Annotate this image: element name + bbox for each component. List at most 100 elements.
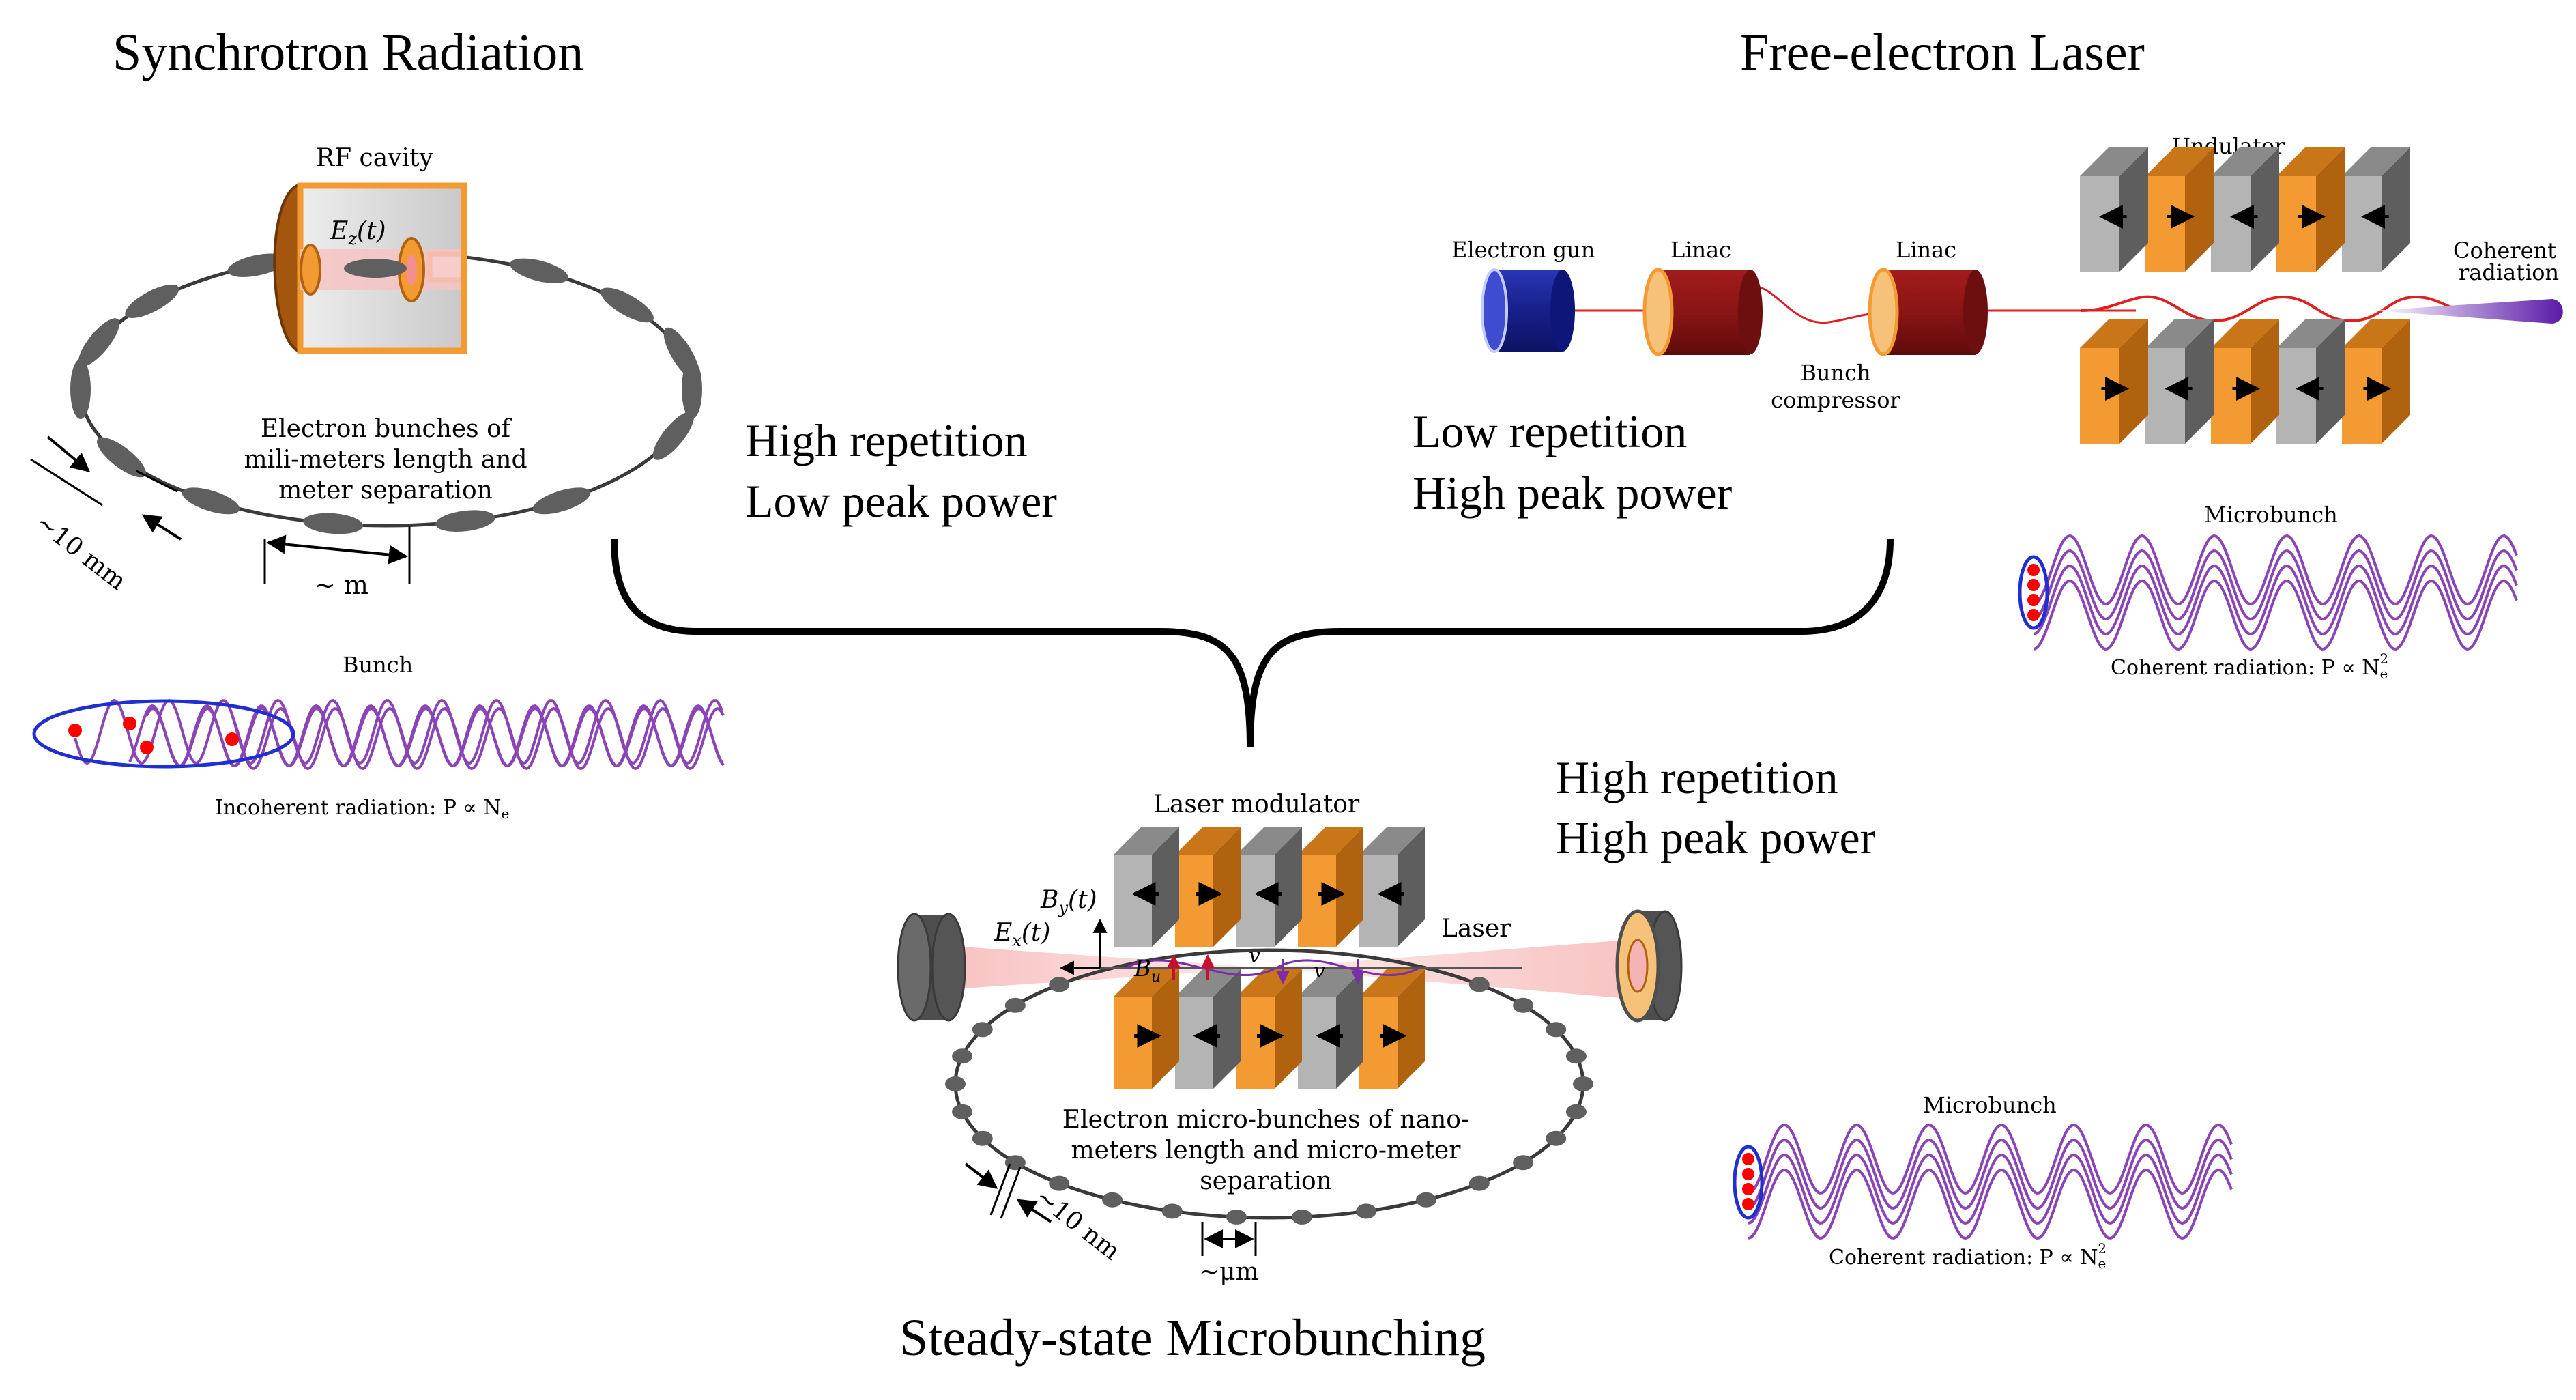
magnet-front-face [2080,176,2119,272]
magnet-front-face [1175,855,1213,947]
magnet-side-face [2382,147,2410,272]
magnet-front-face [2211,348,2251,444]
magnet-top-face [2342,319,2410,348]
linac-1-label: Linac [1670,237,1731,263]
rf-cavity-label: RF cavity [316,144,433,172]
right-mirror [1615,909,1683,1023]
magnet-side-face [2119,147,2148,272]
magnet-side-face [1213,827,1241,947]
micro-bunch [1356,1203,1377,1219]
magnet-side-face [2251,319,2279,444]
coherent-label-2: radiation [2459,259,2559,285]
micro-bunch [1513,997,1534,1013]
micro-bunch [1004,997,1026,1013]
magnet-front-face [1236,855,1275,947]
coherent-wave [1748,1138,2233,1210]
separation-label: ~ m [314,570,368,600]
magnet-front-face [2342,176,2382,272]
magnet-top-face [2276,147,2345,176]
micro-bunch [1102,1192,1123,1208]
magnet-side-face [1336,827,1363,947]
micro-bunch [1416,1192,1436,1208]
laser-beam-right [1269,939,1645,1000]
combining-brace [611,539,1894,748]
bu-label: Bu [1133,955,1161,986]
magnet-side-face [2119,319,2148,444]
magnet-top-face [2342,147,2410,176]
micro-bunch [945,1076,966,1091]
magnet-top-face [2276,319,2345,348]
electron-gun-label: Electron gun [1451,237,1595,263]
micro-bunch [1468,977,1490,992]
magnet-top-face [2080,319,2148,348]
magnet-front-face [1114,997,1152,1089]
electron-dot [2027,609,2040,621]
sync-property-2: Low peak power [745,475,1057,527]
incoherent-waves [74,698,725,771]
bunch-length-marker: ~10 mm [30,435,182,596]
modulator-bottom-magnets [1114,969,1425,1089]
electron-dot [2027,594,2040,606]
incoherent-wave [231,706,725,771]
electron-dot [68,724,82,737]
fel-coherent-wave-panel: Microbunch Coherent radiation: P ∝ Ne2 [2018,502,2518,682]
magnet-front-face [1114,855,1152,947]
coherent-wave [1748,1123,2233,1195]
micro-bunch [972,1022,993,1038]
modulator-top-magnets [1114,827,1425,947]
magnet-side-face [1336,969,1363,1089]
electron-beam-path [1515,285,2136,324]
magnet-top-face [1114,969,1179,997]
micro-bunch [1049,1175,1070,1191]
electron-bunch [510,258,568,284]
coherent-wave [2033,534,2518,606]
magnet-front-face [2211,176,2251,272]
ez-field-label: Ez(t) [330,217,386,248]
magnet-front-face [1298,997,1336,1089]
electron-dot [225,732,239,746]
ssmb-title: Steady-state Microbunching [899,1309,1486,1367]
micro-bunch [1573,1076,1593,1091]
micro-bunch [1546,1022,1567,1038]
magnet-top-face [2080,147,2148,176]
ssmb-coherent-wave-panel: Microbunch Coherent radiation: P ∝ Ne2 [1733,1092,2233,1272]
magnet-top-face [1114,827,1179,855]
fel-wave-title: Microbunch [2204,502,2338,528]
magnet-top-face [1298,827,1363,855]
electron-dot [1742,1168,1754,1180]
bunch-compressor-label-2: compressor [1771,387,1900,413]
magnet-front-face [2276,176,2316,272]
magnet-side-face [1152,827,1179,947]
electron-bunch [227,253,287,277]
micro-bunch [1565,1104,1587,1119]
coherent-wave [2033,579,2518,651]
incoherent-wave-panel: Bunch Incoherent radiation: P ∝ Ne [32,652,725,822]
micro-bunch [1565,1048,1587,1064]
undulator-top-magnets [2080,147,2410,272]
electron-gun: Electron gun [1451,237,1595,353]
ring-caption-line-2: mili-meters length and [244,446,527,474]
magnet-front-face [2145,176,2185,272]
electron-bunch [97,437,147,478]
coherent-label-1: Coherent [2453,238,2556,263]
ring-caption-line-1: Electron bunches of [261,415,512,443]
fel-coherent-waves [2033,534,2518,651]
fel-property-1: Low repetition [1413,405,1687,457]
magnet-top-face [1175,969,1241,997]
magnet-side-face [2382,319,2410,444]
electron-dot [2027,579,2040,591]
magnet-front-face [2342,348,2382,444]
magnet-front-face [1175,997,1213,1089]
micro-bunch [972,1130,993,1146]
left-mirror [897,913,966,1022]
coherent-wave [2033,564,2518,636]
magnet-side-face [2185,147,2214,272]
ring-caption-line-3: meter separation [278,476,493,504]
magnet-front-face [1236,997,1275,1089]
fel-radiation-caption: Coherent radiation: P ∝ Ne2 [2111,651,2388,682]
micro-bunch [1468,1175,1490,1191]
magnet-front-face [2276,348,2316,444]
magnet-front-face [2080,348,2119,444]
micro-bunch [1513,1155,1534,1171]
linac-1: Linac [1642,237,1763,356]
